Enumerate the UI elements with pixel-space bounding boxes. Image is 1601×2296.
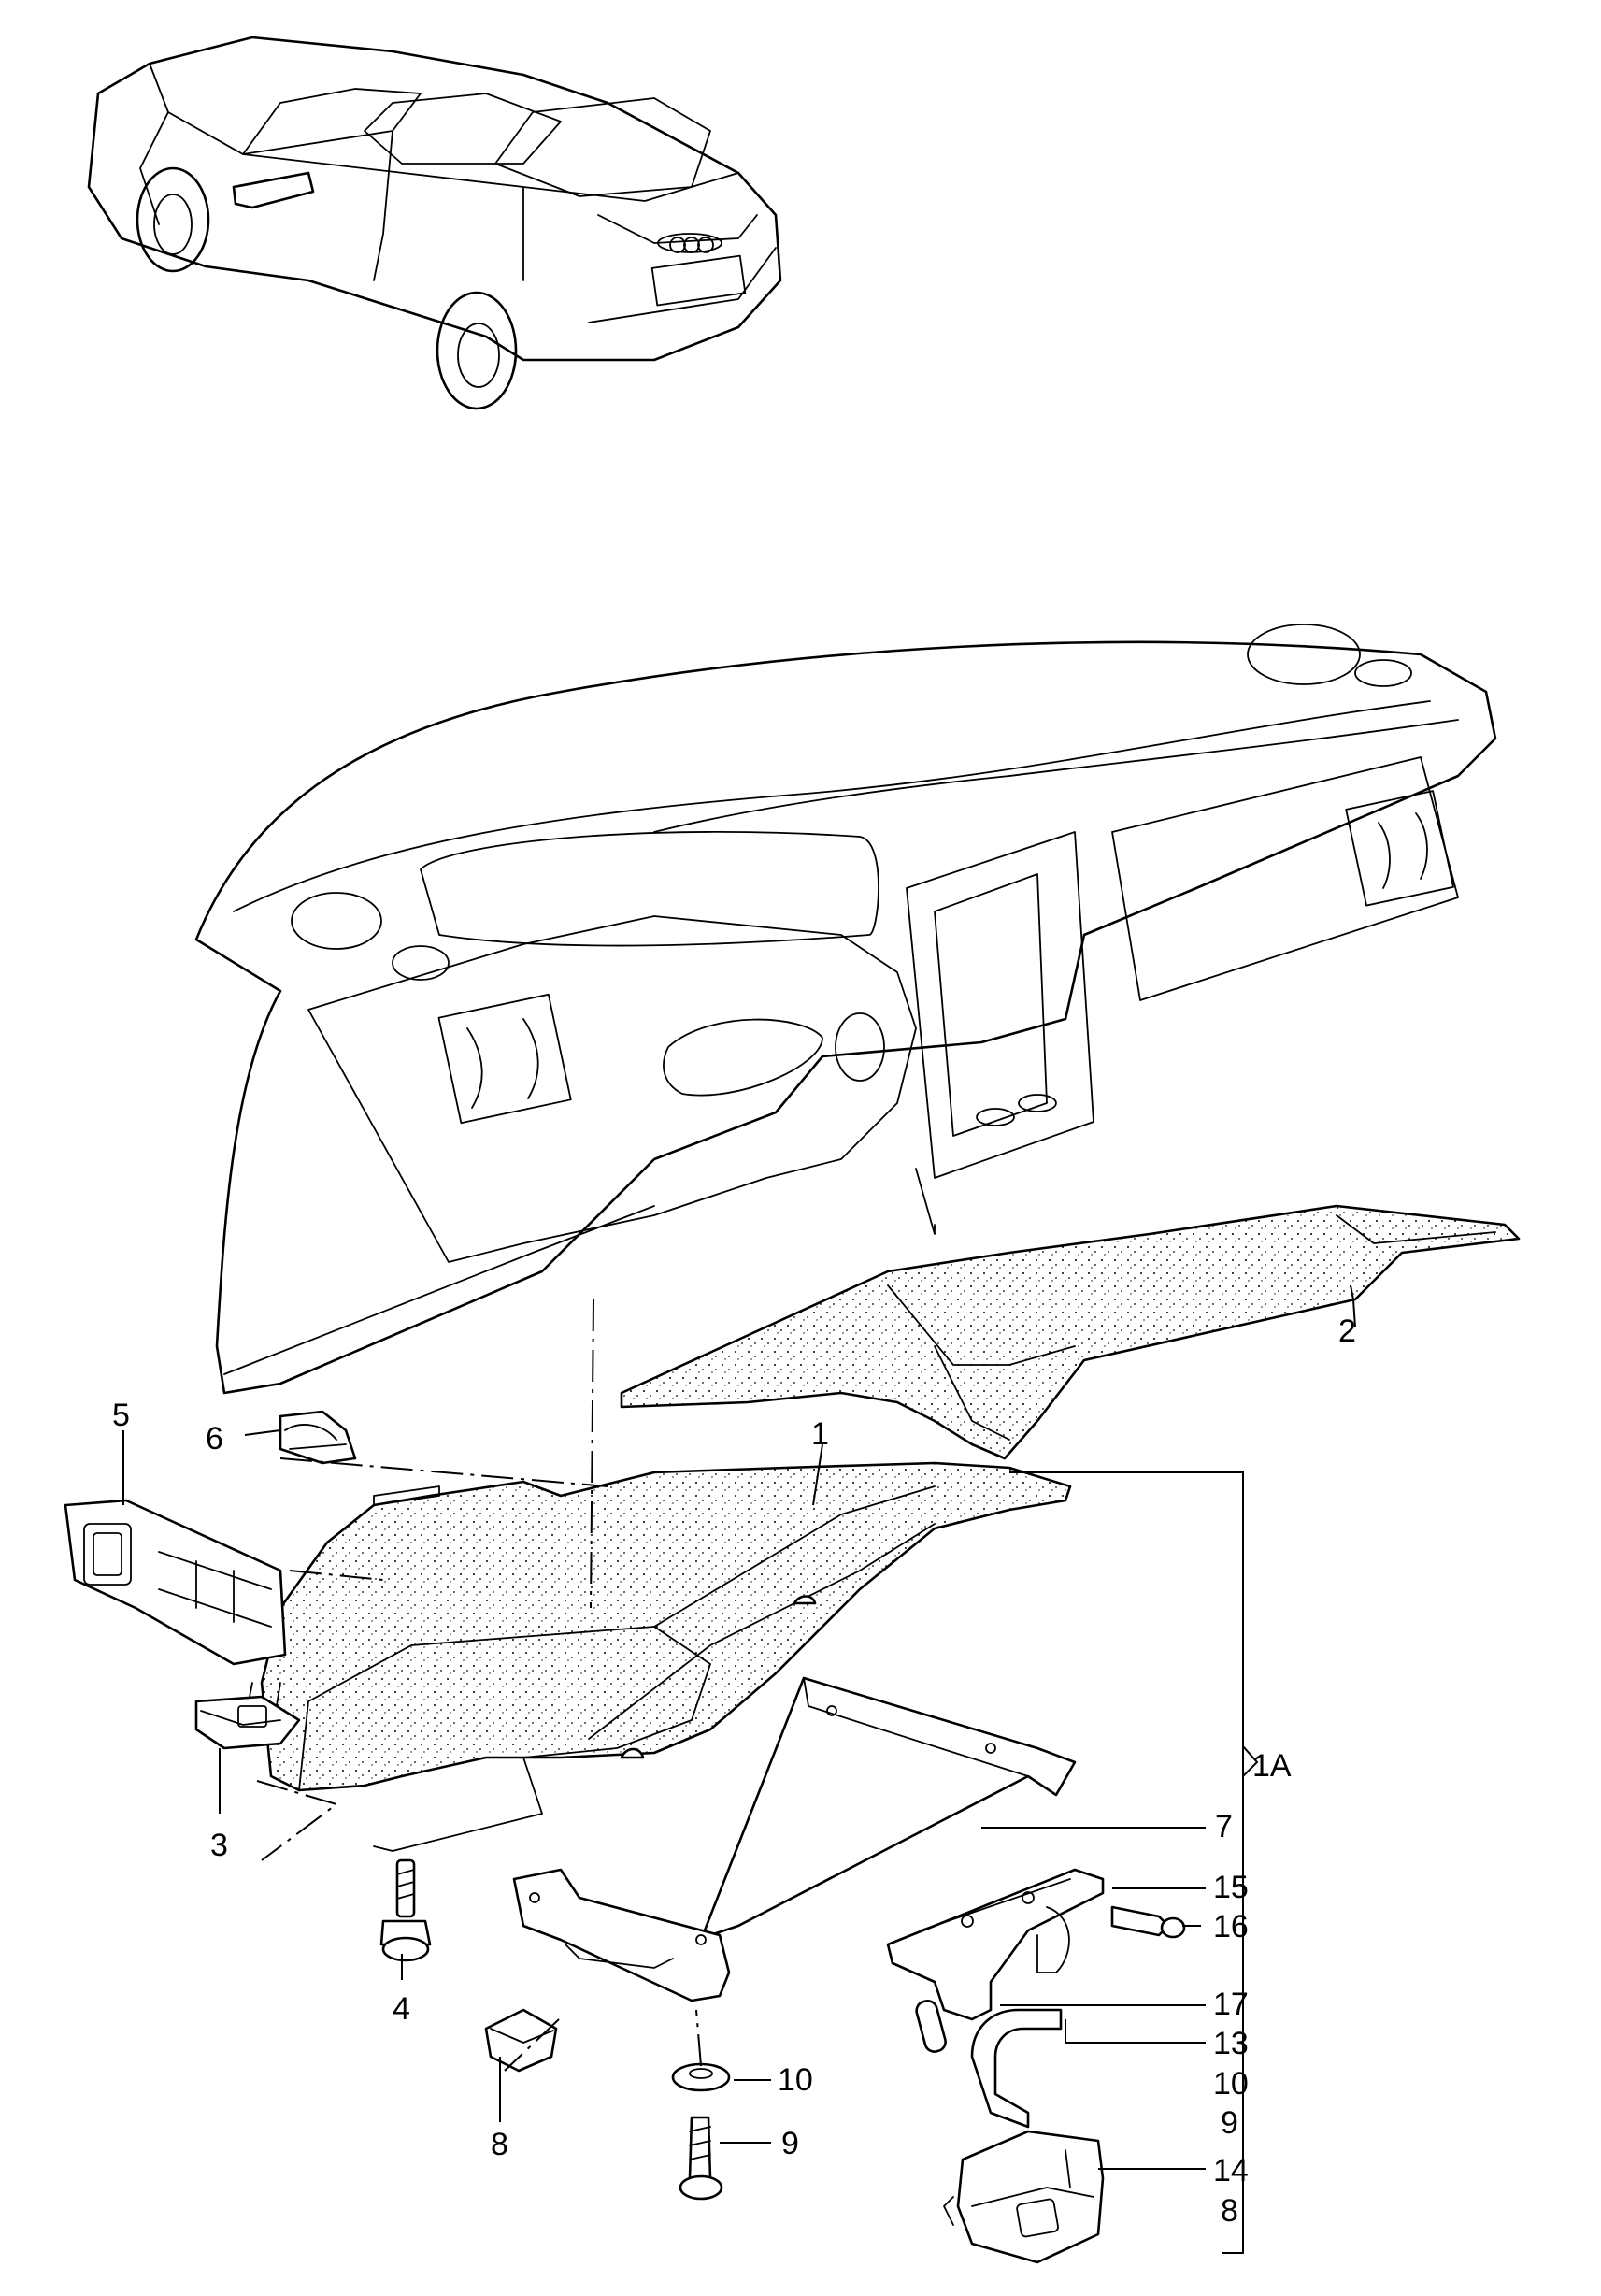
leader-lines bbox=[122, 1284, 1356, 2170]
car-overview bbox=[87, 36, 782, 410]
part-6-clip bbox=[279, 1410, 357, 1465]
callout-15: 15 bbox=[1213, 1870, 1249, 1905]
callout-13: 13 bbox=[1213, 2026, 1249, 2061]
part-8-clip bbox=[484, 2008, 558, 2073]
center-lines bbox=[256, 1299, 702, 2072]
callout-9-left: 9 bbox=[781, 2126, 799, 2161]
part-5-bracket bbox=[64, 1499, 287, 1666]
callout-1: 1 bbox=[811, 1416, 829, 1452]
callout-4: 4 bbox=[393, 1991, 410, 2027]
part-10-washer bbox=[671, 2062, 731, 2092]
callout-6: 6 bbox=[206, 1421, 223, 1457]
callout-10-left: 10 bbox=[778, 2062, 813, 2098]
part-3-clip bbox=[194, 1695, 301, 1750]
callout-8-right: 8 bbox=[1221, 2193, 1238, 2229]
dashboard-assembly bbox=[194, 624, 1497, 1395]
part-4-screw bbox=[379, 1858, 432, 1962]
callout-7: 7 bbox=[1215, 1809, 1233, 1844]
callout-labels: 2 1 1A 5 6 3 4 7 15 16 17 13 10 9 14 8 1… bbox=[112, 1313, 1356, 2229]
callout-5: 5 bbox=[112, 1398, 130, 1433]
part-16-plug bbox=[1110, 1905, 1186, 1939]
part-2-trim-panel bbox=[620, 1204, 1521, 1460]
callout-1a: 1A bbox=[1252, 1748, 1292, 1784]
callout-16: 16 bbox=[1213, 1909, 1249, 1944]
callout-8-left: 8 bbox=[491, 2127, 508, 2162]
callout-9-right: 9 bbox=[1221, 2105, 1238, 2141]
part-13-u-clip bbox=[970, 2008, 1063, 2129]
callout-14: 14 bbox=[1213, 2153, 1249, 2188]
part-15-latch bbox=[886, 1868, 1105, 2021]
callout-17: 17 bbox=[1213, 1987, 1249, 2022]
part-17-pin bbox=[915, 2000, 947, 2053]
part-9-screw bbox=[679, 2116, 723, 2201]
part-7-bracket bbox=[512, 1676, 1077, 2002]
part-14-switch bbox=[943, 2130, 1105, 2264]
callout-3: 3 bbox=[210, 1828, 228, 1863]
callout-10-right: 10 bbox=[1213, 2066, 1249, 2102]
callout-2: 2 bbox=[1338, 1313, 1356, 1349]
